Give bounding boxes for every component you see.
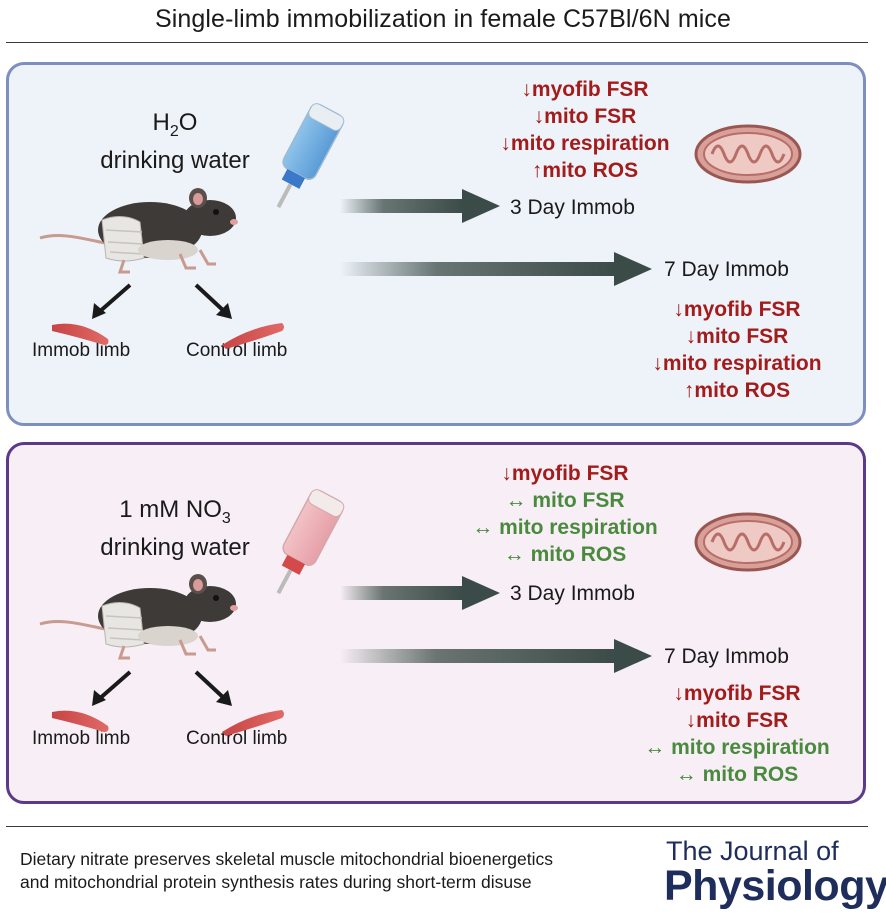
figure-title: Single-limb immobilization in female C57… <box>154 5 732 33</box>
water-mouse-illustration <box>38 186 240 274</box>
water-7day-label: 7 Day Immob <box>664 258 789 281</box>
nitrate-7day-label: 7 Day Immob <box>664 645 789 668</box>
journal-logo-line1: The Journal of <box>666 836 839 866</box>
water-immob-limb-label: Immob limb <box>32 340 131 361</box>
effect-item: ↓myofib FSR <box>673 682 801 705</box>
effect-item: ↓mito FSR <box>685 325 789 348</box>
nitrate-mitochondrion-icon <box>694 512 802 572</box>
water-3day-effects: ↓myofib FSR ↓mito FSR ↓mito respiration … <box>440 76 730 184</box>
summary-text: Dietary nitrate preserves skeletal muscl… <box>20 849 554 892</box>
journal-logo-line2: Physiology <box>664 862 886 910</box>
effect-item: ↓mito FSR <box>533 105 637 128</box>
nitrate-3day-effects: ↓myofib FSR ↔ mito FSR ↔ mito respiratio… <box>420 460 710 568</box>
water-mitochondrion-icon <box>694 124 802 184</box>
effect-item: ↔ mito respiration <box>472 516 658 539</box>
effect-item: ↑mito ROS <box>531 159 639 182</box>
nitrate-bottle-icon <box>276 489 345 595</box>
effect-item: ↓mito FSR <box>685 709 789 732</box>
water-bottle-icon <box>276 103 345 209</box>
effect-item: ↔ mito ROS <box>503 543 627 566</box>
water-condition-label: H2O drinking water <box>100 109 250 174</box>
water-3day-arrow <box>340 189 500 223</box>
nitrate-7day-arrow <box>340 639 652 673</box>
nitrate-3day-label: 3 Day Immob <box>510 582 635 605</box>
water-control-limb-label: Control limb <box>186 340 288 361</box>
water-limbs-illustration <box>50 283 286 351</box>
nitrate-mouse-illustration <box>38 572 240 660</box>
effect-item: ↔ mito ROS <box>675 763 799 786</box>
nitrate-immob-limb-label: Immob limb <box>32 728 131 749</box>
nitrate-7day-effects: ↓myofib FSR ↓mito FSR ↔ mito respiration… <box>610 680 864 788</box>
water-7day-arrow <box>340 252 652 286</box>
effect-item: ↓mito respiration <box>652 352 822 375</box>
nitrate-control-limb-label: Control limb <box>186 728 288 749</box>
nitrate-limbs-illustration <box>50 670 286 738</box>
effect-item: ↓myofib FSR <box>673 298 801 321</box>
effect-item: ↑mito ROS <box>683 379 791 402</box>
effect-item: ↓myofib FSR <box>501 462 629 485</box>
water-7day-effects: ↓myofib FSR ↓mito FSR ↓mito respiration … <box>610 296 864 404</box>
title-divider <box>6 42 868 43</box>
water-3day-label: 3 Day Immob <box>510 196 635 219</box>
nitrate-3day-arrow <box>340 576 500 610</box>
nitrate-condition-label: 1 mM NO3 drinking water <box>100 496 250 561</box>
effect-item: ↓myofib FSR <box>521 78 649 101</box>
effect-item: ↔ mito FSR <box>505 489 625 512</box>
footer-divider <box>6 826 868 827</box>
effect-item: ↔ mito respiration <box>644 736 830 759</box>
effect-item: ↓mito respiration <box>500 132 670 155</box>
